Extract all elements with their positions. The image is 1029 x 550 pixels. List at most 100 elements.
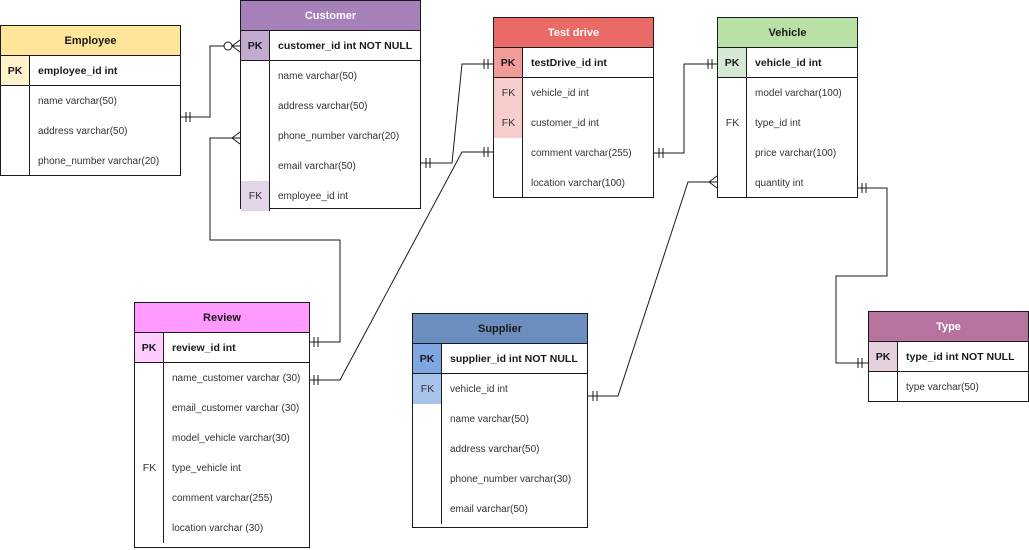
test-drive-title: Test drive [494,18,653,48]
key-marker: FK [494,108,523,138]
key-marker: FK [413,374,442,404]
employee-one-marker [185,112,191,122]
supplier-title: Supplier [413,314,587,344]
field-label: name_customer varchar (30) [172,372,301,384]
supplier-field-row[interactable]: name varchar(50) [413,404,587,434]
employee-customer-connector [181,45,240,118]
vehicle-table[interactable]: Vehicle PK vehicle_id int model varchar(… [717,17,858,198]
key-marker [494,168,523,198]
supplier-pk-row[interactable]: PK supplier_id int NOT NULL [413,344,587,374]
key-marker [1,116,30,146]
review-table[interactable]: Review PK review_id int name_customer va… [134,302,310,548]
field-label: name varchar(50) [278,70,357,82]
review-field-row[interactable]: comment varchar(255) [135,483,309,513]
vehicle-type-one-marker [861,183,867,193]
vehicle-field-row[interactable]: price varchar(100) [718,138,857,168]
field-label: location varchar(100) [531,177,625,189]
type-one-marker [857,358,863,368]
supplier-one-marker [592,391,598,401]
key-marker: FK [135,453,164,483]
customer-review-many-marker [231,131,241,145]
field-label: email_customer varchar (30) [172,402,300,414]
key-marker [413,404,442,434]
employee-pk-row[interactable]: PK employee_id int [1,56,180,86]
supplier-field-row[interactable]: address varchar(50) [413,434,587,464]
vehicle-supplier-many-marker [708,175,718,189]
supplier-field-row[interactable]: FK vehicle_id int [413,374,587,404]
key-marker [718,138,747,168]
field-label: comment varchar(255) [172,492,273,504]
type-field-row[interactable]: type varchar(50) [869,372,1028,402]
pk-marker: PK [413,344,442,373]
review-field-row[interactable]: location varchar (30) [135,513,309,543]
type-title: Type [869,312,1028,342]
supplier-table[interactable]: Supplier PK supplier_id int NOT NULL FK … [412,313,588,528]
review-pk-field: review_id int [172,341,236,354]
key-marker [135,423,164,453]
pk-marker: PK [135,333,164,362]
employee-field-row[interactable]: name varchar(50) [1,86,180,116]
supplier-vehicle-connector [588,181,717,397]
key-marker [135,483,164,513]
vehicle-field-row[interactable]: model varchar(100) [718,78,857,108]
test-drive-table[interactable]: Test drive PK testDrive_id int FK vehicl… [493,17,654,198]
customer-field-row[interactable]: address varchar(50) [241,91,420,121]
field-label: type_id int [755,117,801,129]
pk-marker: PK [241,31,270,60]
field-label: model varchar(100) [755,87,842,99]
review-field-row[interactable]: FK type_vehicle int [135,453,309,483]
type-table[interactable]: Type PK type_id int NOT NULL type varcha… [868,311,1029,402]
customer-field-row[interactable]: name varchar(50) [241,61,420,91]
customer-field-row[interactable]: FK employee_id int [241,181,420,211]
pk-marker: PK [869,342,898,371]
customer-field-row[interactable]: email varchar(50) [241,151,420,181]
key-marker [494,138,523,168]
vehicle-field-row[interactable]: quantity int [718,168,857,198]
test-drive-field-row[interactable]: FK vehicle_id int [494,78,653,108]
review-pk-row[interactable]: PK review_id int [135,333,309,363]
customer-pk-row[interactable]: PK customer_id int NOT NULL [241,31,420,61]
test-drive-pk-row[interactable]: PK testDrive_id int [494,48,653,78]
customer-field-row[interactable]: phone_number varchar(20) [241,121,420,151]
employee-field-row[interactable]: address varchar(50) [1,116,180,146]
vehicle-pk-row[interactable]: PK vehicle_id int [718,48,857,78]
key-marker [1,146,30,176]
type-pk-row[interactable]: PK type_id int NOT NULL [869,342,1028,372]
supplier-field-row[interactable]: phone_number varchar(30) [413,464,587,494]
key-marker: FK [494,78,523,108]
field-label: vehicle_id int [531,87,589,99]
field-label: address varchar(50) [278,100,368,112]
test-drive-field-row[interactable]: location varchar(100) [494,168,653,198]
employee-pk-field: employee_id int [38,64,118,77]
field-label: address varchar(50) [450,443,540,455]
customer-table[interactable]: Customer PK customer_id int NOT NULL nam… [240,0,421,211]
field-label: email varchar(50) [278,160,356,172]
field-label: vehicle_id int [450,383,508,395]
review-field-row[interactable]: email_customer varchar (30) [135,393,309,423]
review-field-row[interactable]: name_customer varchar (30) [135,363,309,393]
field-label: phone_number varchar(30) [450,473,572,485]
test-drive-field-row[interactable]: comment varchar(255) [494,138,653,168]
vehicle-testdrive-connector [654,63,717,154]
employee-field-row[interactable]: phone_number varchar(20) [1,146,180,176]
testdrive-vehicle-one-marker [658,148,664,158]
field-label: phone_number varchar(20) [278,130,400,142]
test-drive-field-row[interactable]: FK customer_id int [494,108,653,138]
pk-marker: PK [494,48,523,77]
review-field-row[interactable]: model_vehicle varchar(30) [135,423,309,453]
key-marker [135,513,164,543]
testdrive-one-marker [483,59,489,69]
type-pk-field: type_id int NOT NULL [906,350,1015,363]
key-marker [1,86,30,116]
supplier-pk-field: supplier_id int NOT NULL [450,352,578,365]
vehicle-field-row[interactable]: FK type_id int [718,108,857,138]
employee-table[interactable]: Employee PK employee_id int name varchar… [0,25,181,176]
testdrive-review-one-marker [483,147,489,157]
key-marker [413,464,442,494]
key-marker: FK [241,181,270,211]
key-marker [718,78,747,108]
key-marker [413,434,442,464]
key-marker [869,372,898,402]
supplier-field-row[interactable]: email varchar(50) [413,494,587,524]
key-marker [241,91,270,121]
